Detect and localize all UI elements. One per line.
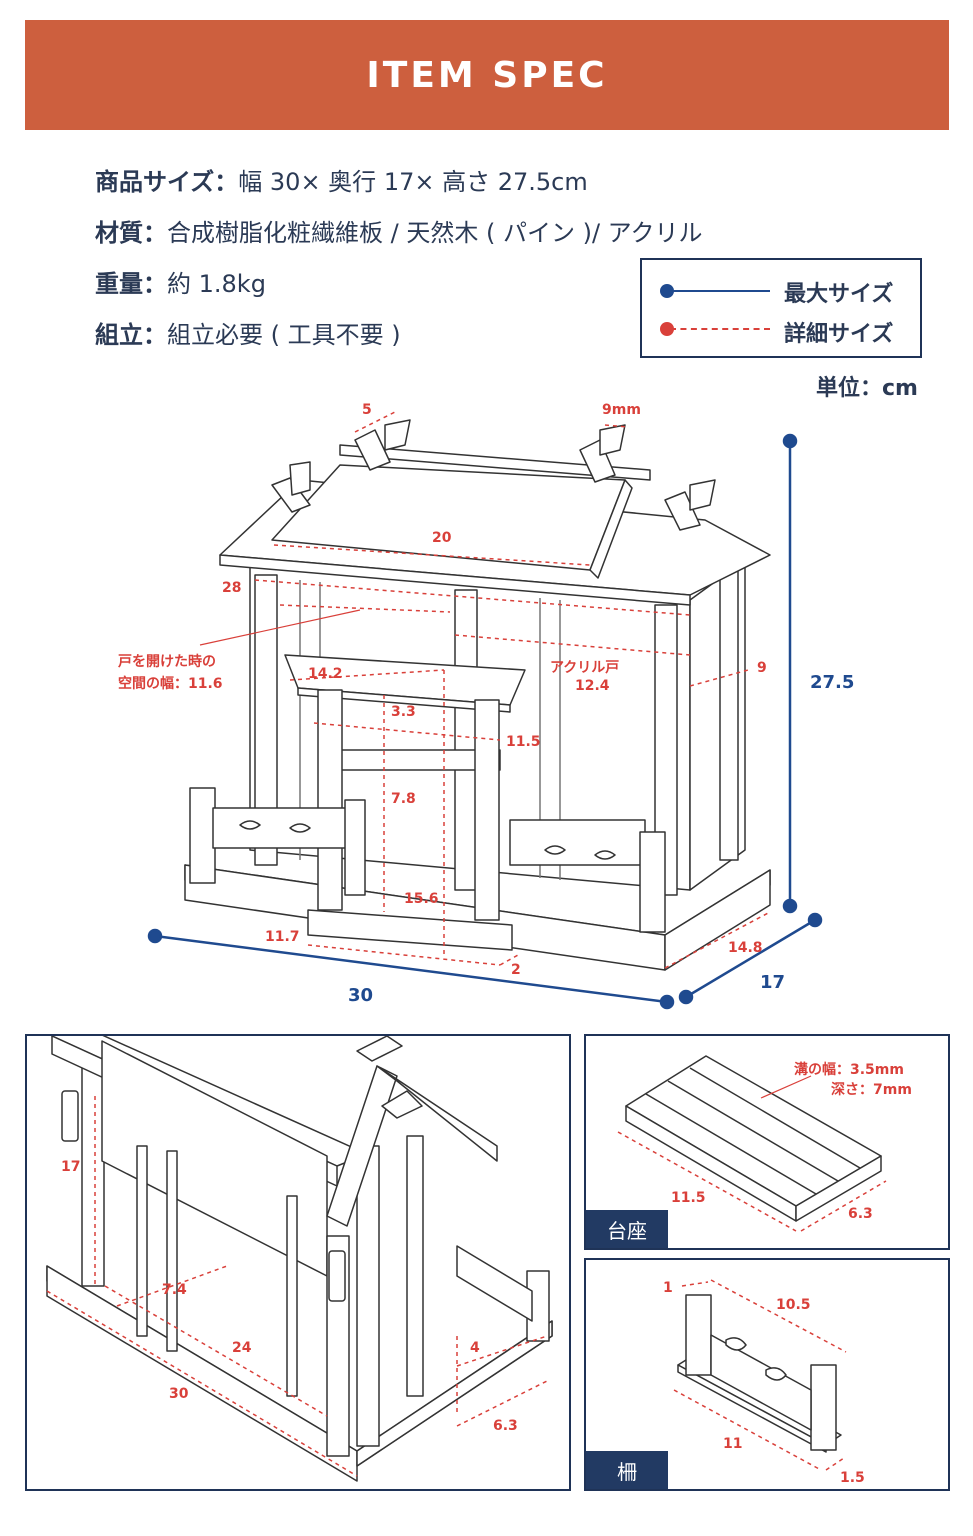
fence-panel: 1 10.5 11 1.5 柵 — [584, 1258, 950, 1491]
door-note-line2: 空間の幅：11.6 — [118, 675, 223, 692]
spec-size: 商品サイズ：幅 30× 奥行 17× 高さ 27.5cm — [95, 162, 588, 197]
dim-11-5: 11.5 — [506, 734, 541, 750]
shrine-diagram: 5 9mm 20 28 27.5 戸を開けた時の 空間の幅：11.6 14.2 … — [118, 402, 854, 1010]
dim-1: 1 — [663, 1280, 673, 1296]
dim-17: 17 — [61, 1159, 80, 1175]
spec-material: 材質：合成樹脂化粧繊維板 / 天然木 ( パイン )/ アクリル — [95, 213, 702, 248]
spec-assembly-label: 組立： — [95, 321, 167, 349]
unit-label: 単位：cm — [816, 376, 918, 401]
dim-6-3: 6.3 — [493, 1418, 518, 1434]
dim-11-5: 11.5 — [671, 1190, 706, 1206]
detail-size-dot-icon — [660, 322, 674, 336]
groove-width-label: 溝の幅：3.5mm — [794, 1061, 904, 1078]
dim-14-8: 14.8 — [728, 940, 763, 956]
base-drawing: 溝の幅：3.5mm 深さ：7mm 11.5 6.3 — [617, 1055, 912, 1232]
max-size-line — [670, 290, 770, 292]
dim-7-4: 7.4 — [162, 1282, 187, 1298]
interior-detail-panel: 17 7.4 24 30 4 6.3 — [25, 1034, 571, 1491]
dim-30: 30 — [348, 985, 373, 1006]
dim-14-2: 14.2 — [308, 666, 343, 682]
dim-7-8: 7.8 — [391, 791, 416, 807]
page-title: ITEM SPEC — [366, 54, 608, 96]
max-size-dot-icon — [660, 284, 674, 298]
dim-9mm: 9mm — [602, 402, 641, 418]
spec-assembly-value: 組立必要 ( 工具不要 ) — [167, 321, 401, 349]
dim-5: 5 — [362, 402, 372, 418]
spec-size-label: 商品サイズ： — [95, 168, 239, 196]
base-panel: 溝の幅：3.5mm 深さ：7mm 11.5 6.3 台座 — [584, 1034, 950, 1250]
detail-size-line — [670, 328, 770, 330]
legend-box: 最大サイズ 詳細サイズ — [640, 258, 922, 358]
spec-weight: 重量：約 1.8kg — [95, 264, 266, 299]
dim-11: 11 — [723, 1436, 742, 1452]
dim-30: 30 — [169, 1386, 189, 1402]
max-dimension-lines — [147, 433, 823, 1010]
base-tag: 台座 — [586, 1210, 668, 1248]
dim-24: 24 — [232, 1340, 252, 1356]
dim-17: 17 — [760, 972, 785, 993]
spec-weight-value: 約 1.8kg — [167, 270, 266, 298]
dim-15-6: 15.6 — [404, 891, 439, 907]
groove-depth-label: 深さ：7mm — [831, 1081, 912, 1098]
interior-drawing: 17 7.4 24 30 4 6.3 — [46, 1036, 553, 1482]
acrylic-door-label: アクリル戸 — [550, 660, 619, 676]
legend-detail-label: 詳細サイズ — [784, 322, 894, 347]
fence-drawing: 1 10.5 11 1.5 — [663, 1279, 865, 1486]
dim-28: 28 — [222, 580, 241, 596]
dim-10-5: 10.5 — [776, 1297, 811, 1313]
dim-6-3: 6.3 — [848, 1206, 873, 1222]
legend-max-label: 最大サイズ — [784, 282, 894, 307]
dim-20: 20 — [432, 530, 452, 546]
spec-material-value: 合成樹脂化粧繊維板 / 天然木 ( パイン )/ アクリル — [167, 219, 703, 247]
dim-9: 9 — [757, 660, 767, 676]
fence-tag: 柵 — [586, 1451, 668, 1489]
dim-12-4: 12.4 — [575, 678, 610, 694]
spec-weight-label: 重量： — [95, 270, 167, 298]
spec-material-label: 材質： — [95, 219, 167, 247]
dim-27-5: 27.5 — [810, 672, 854, 693]
dim-11-7: 11.7 — [265, 929, 300, 945]
spec-size-value: 幅 30× 奥行 17× 高さ 27.5cm — [238, 168, 588, 196]
spec-assembly: 組立：組立必要 ( 工具不要 ) — [95, 315, 401, 350]
dim-3-3: 3.3 — [391, 704, 416, 720]
shrine-drawing — [184, 419, 771, 971]
title-banner: ITEM SPEC — [25, 20, 949, 130]
dim-1-5: 1.5 — [840, 1470, 865, 1486]
detail-dimension-lines — [254, 411, 771, 969]
dim-4: 4 — [470, 1340, 480, 1356]
door-note-line1: 戸を開けた時の — [118, 653, 216, 670]
dim-2: 2 — [511, 962, 521, 978]
